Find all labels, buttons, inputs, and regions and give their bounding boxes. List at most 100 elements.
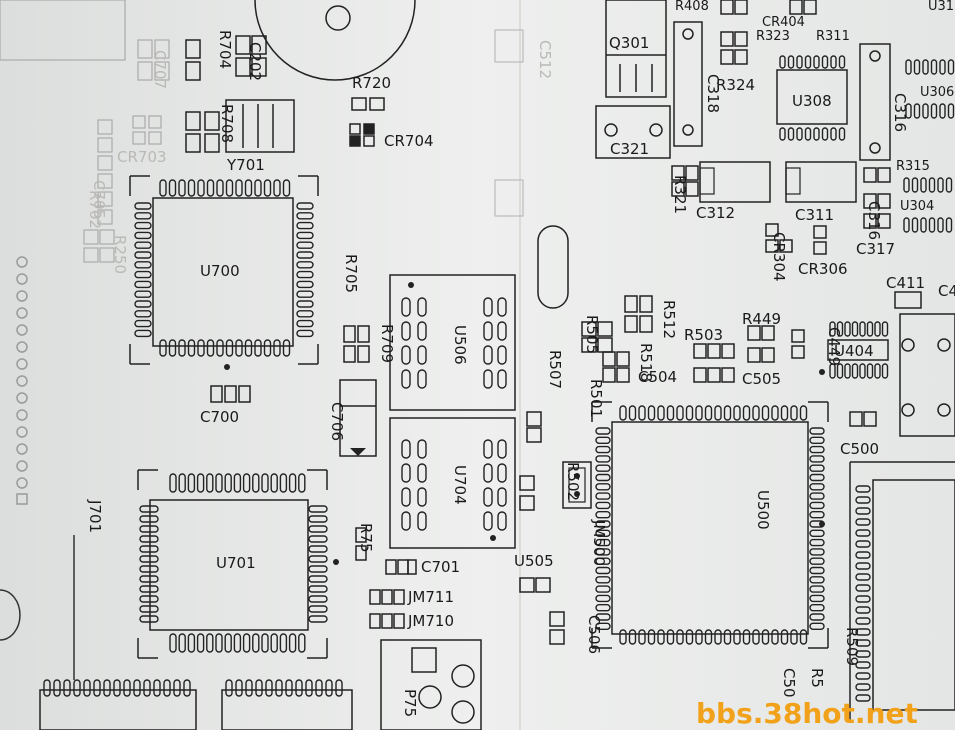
chip-pin bbox=[809, 604, 825, 612]
chip-pin bbox=[595, 594, 611, 603]
chip-pin bbox=[235, 339, 243, 357]
chip-pin bbox=[809, 511, 825, 519]
u312-label: U312 bbox=[928, 0, 955, 14]
chip-pin bbox=[169, 633, 177, 653]
q301-body bbox=[605, 0, 667, 98]
chip-pin bbox=[255, 679, 263, 697]
r507-label: R507 bbox=[546, 350, 564, 389]
chip-pin bbox=[497, 297, 507, 317]
chip-pin bbox=[196, 633, 205, 653]
r5-label: R5 bbox=[808, 668, 826, 688]
chip-pin bbox=[296, 202, 314, 210]
chip-pin bbox=[851, 363, 859, 379]
chip-pin bbox=[752, 405, 760, 421]
chip-pin bbox=[168, 339, 177, 357]
r503-r449-parts bbox=[693, 325, 877, 427]
chip-pin bbox=[134, 290, 152, 298]
r4xx-resistors bbox=[671, 0, 817, 197]
u701-corner-marks bbox=[137, 469, 328, 659]
chip-pin bbox=[134, 231, 152, 240]
cr304-label: CR304 bbox=[770, 232, 788, 282]
chip-pin bbox=[657, 405, 665, 421]
chip-pin bbox=[417, 511, 427, 531]
chip-pin bbox=[325, 679, 333, 697]
u505-label: U505 bbox=[514, 552, 554, 570]
chip-pin bbox=[196, 473, 205, 493]
small-parts-group bbox=[355, 527, 417, 629]
chip-pin bbox=[838, 127, 846, 141]
chip-pin bbox=[153, 679, 161, 697]
p75-label: P75 bbox=[401, 689, 419, 717]
chip-pin bbox=[855, 617, 871, 625]
chip-pin bbox=[855, 551, 871, 559]
chip-pin bbox=[139, 585, 159, 593]
c707-label: C707 bbox=[151, 50, 169, 89]
chip-pin bbox=[244, 339, 253, 357]
chip-pin bbox=[855, 683, 871, 691]
chip-pin bbox=[254, 179, 262, 197]
right-small-pins bbox=[903, 59, 955, 233]
chip-pin bbox=[187, 473, 196, 493]
chip-pin bbox=[947, 59, 955, 75]
chip-pin bbox=[187, 179, 196, 197]
chip-pin bbox=[855, 485, 871, 493]
chip-pin bbox=[235, 679, 243, 697]
q301-legs bbox=[619, 64, 653, 92]
chip-pin bbox=[855, 672, 871, 680]
c505-label: C505 bbox=[742, 370, 781, 388]
chip-pin bbox=[851, 321, 859, 337]
chip-pin bbox=[809, 473, 825, 482]
chip-pin bbox=[742, 629, 751, 645]
jm711-label: JM711 bbox=[407, 588, 454, 606]
chip-pin bbox=[657, 629, 665, 645]
chip-pin bbox=[308, 565, 328, 573]
r705-label: R705 bbox=[342, 254, 360, 293]
chip-pin bbox=[263, 339, 272, 357]
chip-pin bbox=[796, 55, 803, 69]
chip-pin bbox=[497, 487, 507, 507]
chip-pin bbox=[742, 405, 751, 421]
cr30x-parts bbox=[765, 167, 891, 255]
chip-pin bbox=[63, 679, 71, 697]
chip-pin bbox=[417, 345, 427, 365]
chip-pin bbox=[761, 405, 770, 421]
chip-pin bbox=[771, 405, 779, 421]
chip-pin bbox=[73, 679, 81, 697]
c321-hole bbox=[649, 123, 663, 137]
chip-pin bbox=[947, 103, 955, 119]
bottom-chip-pins bbox=[43, 679, 343, 697]
c321-body bbox=[595, 105, 671, 159]
chip-pin bbox=[483, 369, 493, 389]
chip-pin bbox=[809, 538, 825, 547]
chip-pin bbox=[809, 548, 825, 556]
chip-pin bbox=[224, 633, 232, 653]
chip-pin bbox=[809, 576, 825, 584]
chip-pin bbox=[134, 241, 152, 249]
chip-pin bbox=[401, 297, 411, 317]
u700-pins bbox=[134, 179, 314, 357]
u700-pin1-dot bbox=[224, 364, 230, 370]
chip-pin bbox=[401, 321, 411, 341]
chip-pin bbox=[417, 321, 427, 341]
chip-pin bbox=[235, 179, 243, 197]
chip-pin bbox=[595, 436, 611, 444]
chip-pin bbox=[168, 179, 177, 197]
r5xx-resistors bbox=[519, 295, 653, 645]
chip-pin bbox=[685, 405, 694, 421]
chip-pin bbox=[285, 679, 293, 697]
chip-pin bbox=[937, 177, 944, 193]
c700-label: C700 bbox=[200, 408, 239, 426]
p75-connector bbox=[380, 639, 482, 730]
chip-pin bbox=[273, 339, 281, 357]
chip-pin bbox=[638, 629, 646, 645]
c50-label: C50 bbox=[780, 668, 798, 698]
chip-pin bbox=[273, 179, 281, 197]
chip-pin bbox=[903, 177, 910, 193]
chip-pin bbox=[813, 127, 820, 141]
chip-pin bbox=[881, 321, 889, 337]
chip-pin bbox=[799, 405, 808, 421]
chip-pin bbox=[595, 585, 611, 593]
jm500-label: JM500 bbox=[590, 519, 608, 566]
c512-faint bbox=[494, 29, 524, 63]
chip-pin bbox=[855, 529, 871, 537]
